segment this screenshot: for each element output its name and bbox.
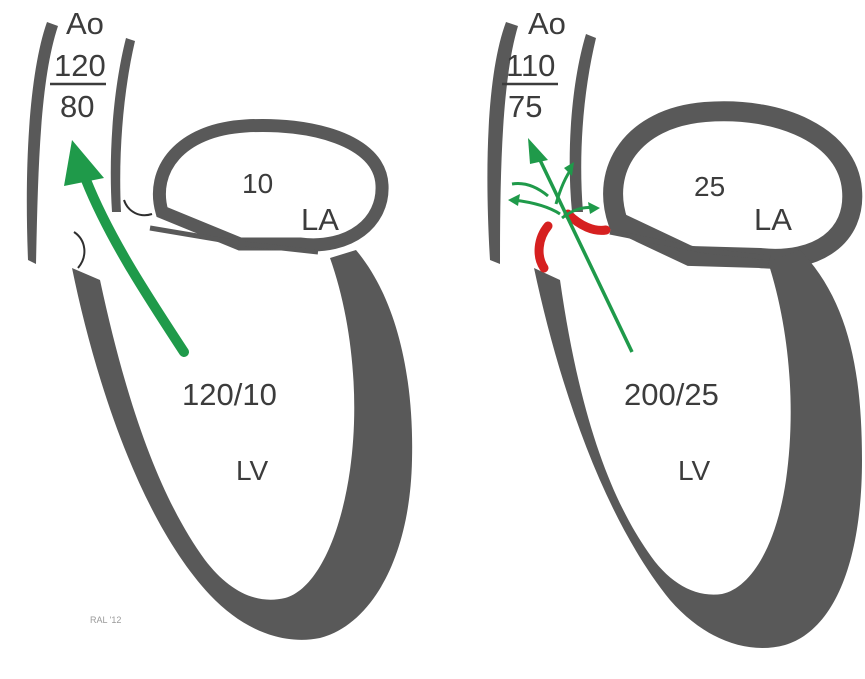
- stenosis-aortic-diastolic: 75: [508, 89, 542, 124]
- normal-aortic-diastolic: 80: [60, 89, 94, 124]
- normal-aortic-valve-right: [124, 200, 152, 215]
- normal-la-pressure: 10: [242, 168, 273, 199]
- normal-heart: Ao 120 80 10 LA 120/10 LV RAL '12: [27, 6, 412, 640]
- normal-flow-arrowhead: [64, 140, 104, 186]
- normal-aortic-systolic: 120: [54, 48, 106, 83]
- stenosis-flow-arrowhead: [528, 138, 548, 164]
- normal-aortic-valve-left: [74, 232, 84, 268]
- stenosis-lv-label: LV: [678, 455, 710, 486]
- normal-lv-wall: [72, 250, 412, 640]
- normal-aorta-inner-wall: [111, 38, 135, 212]
- stenosis-la-chamber: [613, 111, 852, 259]
- normal-la-label: LA: [301, 202, 339, 237]
- stenosis-heart: Ao 110 75 25 LA 200/25 LV: [487, 6, 862, 648]
- normal-aorta-label: Ao: [66, 6, 104, 41]
- normal-lv-label: LV: [236, 455, 268, 486]
- author-signature: RAL '12: [90, 615, 121, 625]
- normal-lv-pressure: 120/10: [182, 377, 277, 412]
- stenosis-la-pressure: 25: [694, 171, 725, 202]
- stenosis-aortic-systolic: 110: [506, 48, 555, 83]
- stenosis-aorta-inner-wall: [570, 34, 596, 212]
- stenosis-aorta-label: Ao: [528, 6, 566, 41]
- stenosis-lv-wall: [534, 250, 862, 648]
- stenosis-la-label: LA: [754, 202, 792, 237]
- stenosis-lv-pressure: 200/25: [624, 377, 719, 412]
- stenosis-valve-left-leaflet: [539, 226, 548, 268]
